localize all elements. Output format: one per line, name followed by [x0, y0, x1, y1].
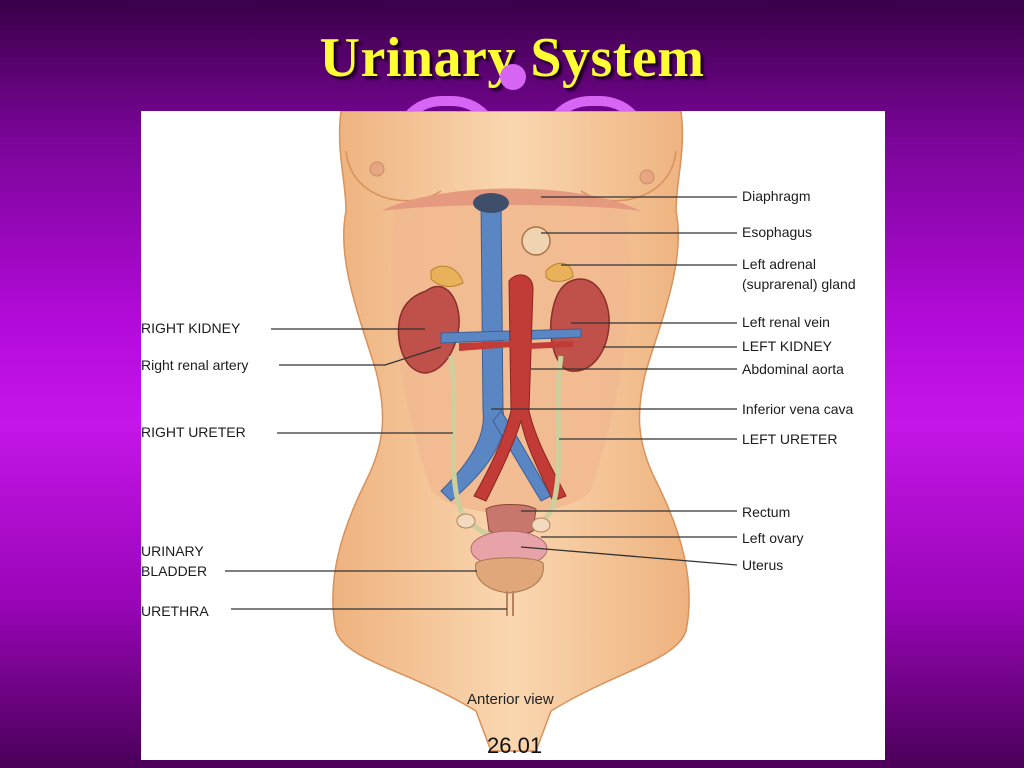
figure-caption: Anterior view [467, 691, 554, 708]
label-left-kidney: LEFT KIDNEY [742, 338, 832, 354]
anatomy-illustration [225, 111, 738, 752]
label-left-ovary: Left ovary [742, 530, 804, 546]
left-nipple [639, 169, 655, 185]
left-kidney-shape [549, 278, 610, 372]
left-adrenal-shape [545, 262, 574, 282]
renal-arteries [459, 341, 573, 351]
right-nipple [369, 161, 385, 177]
label-right-kidney: RIGHT KIDNEY [141, 320, 241, 336]
label-left-ureter: LEFT URETER [742, 431, 838, 447]
figure-number: 26.01 [487, 733, 543, 758]
label-esophagus: Esophagus [742, 224, 813, 240]
right-ureter-shape [448, 355, 493, 539]
label-diaphragm: Diaphragm [742, 188, 811, 204]
right-kidney-shape [397, 285, 460, 374]
label-uterus: Uterus [742, 557, 784, 573]
right-adrenal-shape [430, 265, 464, 287]
watermark-dot [500, 64, 526, 90]
label-urinary-bladder-line1: URINARY [141, 543, 204, 559]
label-rectum: Rectum [742, 504, 791, 520]
urethra-shape [506, 591, 514, 616]
label-left-adrenal-line1: Left adrenal [742, 256, 816, 272]
anatomy-figure-panel: Diaphragm Esophagus Left adrenal (suprar… [141, 111, 885, 760]
diaphragm-shape [381, 188, 641, 211]
label-urinary-bladder-line2: BLADDER [141, 563, 208, 579]
urinary-bladder-shape [475, 557, 544, 594]
label-right-renal-artery: Right renal artery [141, 357, 249, 373]
left-ovary-shape [531, 517, 551, 533]
leader-uterus [520, 546, 738, 566]
label-abdominal-aorta: Abdominal aorta [742, 361, 844, 377]
abdominal-aorta-shape [473, 274, 567, 502]
label-urethra: URETHRA [141, 603, 209, 619]
esophagus-shape [521, 226, 551, 256]
label-left-renal-vein: Left renal vein [742, 314, 830, 330]
vena-cava-top [473, 193, 509, 213]
leader-right-renal-artery [279, 346, 442, 366]
label-left-adrenal-line2: (suprarenal) gland [742, 276, 856, 292]
label-inferior-vena-cava: Inferior vena cava [742, 401, 854, 417]
right-ovary-shape [456, 513, 476, 529]
label-right-ureter: RIGHT URETER [141, 424, 246, 440]
